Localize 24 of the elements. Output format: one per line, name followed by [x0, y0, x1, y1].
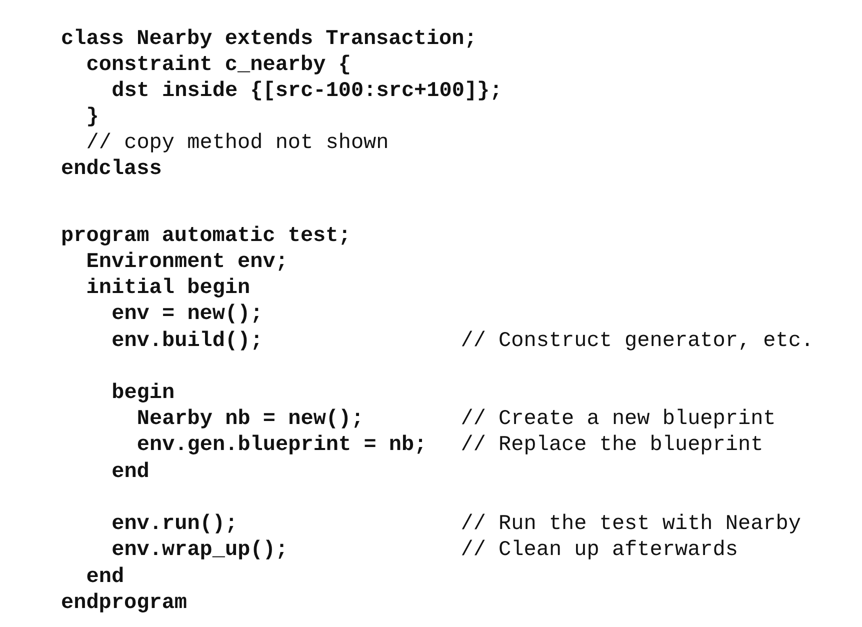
code-comment: // Replace the blueprint	[460, 433, 764, 459]
code-line: Nearby nb = new();	[136, 407, 364, 433]
code-line: env.build();	[112, 329, 263, 355]
code-line: }	[86, 105, 99, 131]
code-line: end	[86, 565, 124, 591]
code-line: end	[112, 460, 150, 486]
code-line: program automatic test;	[61, 224, 351, 250]
code-line: constraint c_nearby {	[86, 53, 351, 79]
code-line: Environment env;	[86, 250, 288, 276]
code-line: endprogram	[61, 591, 188, 617]
code-line: class Nearby extends Transaction;	[61, 27, 477, 53]
code-line: dst inside {[src-100:src+100]};	[112, 79, 502, 105]
code-line: env.wrap_up();	[112, 538, 288, 564]
code-comment: // Run the test with Nearby	[460, 512, 801, 538]
code-line: initial begin	[86, 276, 250, 302]
code-line: env = new();	[112, 302, 263, 328]
code-line: env.gen.blueprint = nb;	[136, 433, 427, 459]
code-line: env.run();	[112, 512, 238, 538]
code-line: endclass	[61, 157, 162, 183]
code-comment: // Construct generator, etc.	[460, 329, 814, 355]
code-line: begin	[112, 381, 175, 407]
code-comment: // copy method not shown	[86, 131, 389, 157]
code-comment: // Create a new blueprint	[460, 407, 776, 433]
code-comment: // Clean up afterwards	[460, 538, 738, 564]
